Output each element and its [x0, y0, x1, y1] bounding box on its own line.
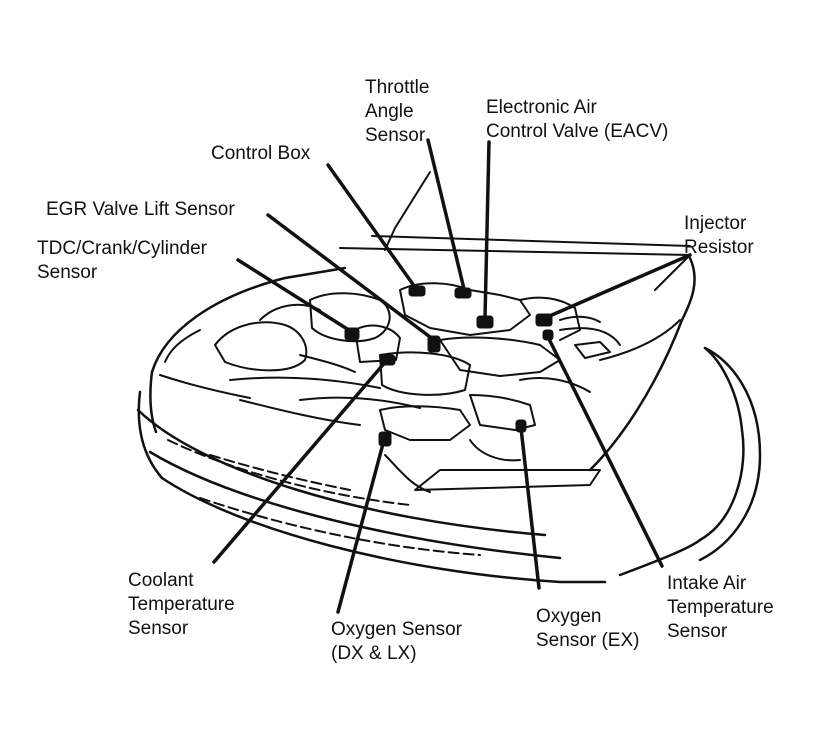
- oxygen-sensor-dx-lx-label: Oxygen Sensor (DX & LX): [331, 619, 462, 664]
- open-hood: [339, 171, 691, 291]
- headlight-right: [599, 319, 681, 361]
- injector-resistor-label: Injector Resistor: [684, 213, 754, 258]
- control-box-label: Control Box: [211, 143, 311, 164]
- headlight-left: [159, 374, 251, 399]
- throttle-angle-sensor-label: Throttle Angle Sensor: [365, 77, 430, 146]
- intake-air-temperature-sensor-label: Intake Air Temperature Sensor: [667, 573, 774, 642]
- radiator-support: [299, 396, 421, 409]
- car-body-outline: [136, 256, 762, 584]
- eacv-label: Electronic Air Control Valve (EACV): [486, 97, 669, 142]
- license-plate-area: [414, 469, 601, 491]
- component-markers: [344, 285, 554, 447]
- tdc-crank-cylinder-sensor-label: TDC/Crank/Cylinder Sensor: [37, 238, 207, 283]
- bumper-grille-lines: [167, 439, 481, 556]
- leader-lines: [212, 138, 692, 614]
- oxygen-sensor-ex-label: Oxygen Sensor (EX): [536, 606, 640, 651]
- egr-valve-lift-sensor-label: EGR Valve Lift Sensor: [46, 199, 235, 220]
- coolant-temperature-sensor-label: Coolant Temperature Sensor: [128, 570, 235, 639]
